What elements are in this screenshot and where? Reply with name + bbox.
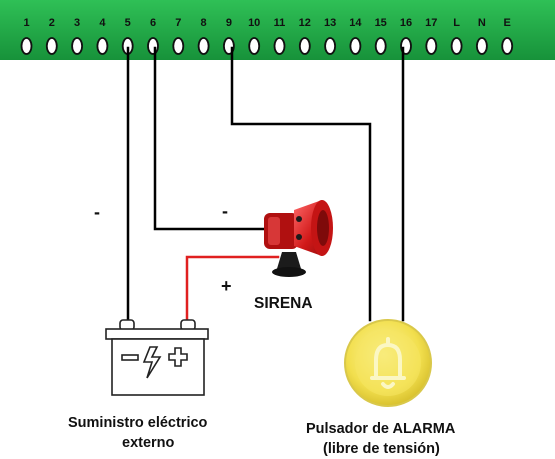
button-caption-line2: (libre de tensión) <box>323 441 440 457</box>
terminal-screw-12 <box>298 37 311 55</box>
terminal-screw-13 <box>324 37 337 55</box>
terminal-screw-l <box>450 37 463 55</box>
terminal-label-6: 6 <box>150 17 156 29</box>
terminal-screws <box>20 37 514 55</box>
terminal-label-15: 15 <box>375 17 387 29</box>
terminal-screw-3 <box>71 37 83 55</box>
terminal-label-1: 1 <box>23 17 29 29</box>
terminal-label-9: 9 <box>226 17 232 29</box>
terminal-label-7: 7 <box>175 17 181 29</box>
battery-negative-sign: - <box>94 202 100 222</box>
wire-terminal-6-siren <box>153 46 267 231</box>
terminal-screw-11 <box>273 37 286 55</box>
terminal-screw-4 <box>96 37 109 55</box>
terminal-label-3: 3 <box>74 17 80 29</box>
terminal-label-4: 4 <box>99 17 106 29</box>
terminal-label-12: 12 <box>299 17 311 29</box>
terminal-label-5: 5 <box>125 17 131 29</box>
terminal-label-8: 8 <box>201 17 207 29</box>
terminal-screw-14 <box>349 37 362 55</box>
terminal-label-n: N <box>478 17 486 29</box>
terminal-label-e: E <box>504 17 511 29</box>
alarm-button <box>344 319 432 407</box>
terminal-label-l: L <box>453 17 460 29</box>
bell-icon <box>370 337 406 389</box>
terminal-screw-n <box>475 37 488 55</box>
terminal-screw-1 <box>20 37 33 55</box>
terminal-label-16: 16 <box>400 17 412 29</box>
terminal-label-17: 17 <box>425 17 437 29</box>
terminal-label-10: 10 <box>248 17 260 29</box>
wire-siren-positive-battery <box>185 255 280 324</box>
battery-icon <box>105 319 209 396</box>
siren-label: SIRENA <box>254 295 313 312</box>
terminal-label-14: 14 <box>349 17 362 29</box>
battery-caption-line2: externo <box>122 435 175 451</box>
wire-terminal-9-button <box>230 46 372 322</box>
terminal-label-2: 2 <box>49 17 55 29</box>
terminal-screw-6 <box>147 37 159 55</box>
terminal-label-11: 11 <box>274 17 286 29</box>
siren-icon <box>264 200 333 277</box>
battery-caption-line1: Suministro eléctrico <box>68 415 208 431</box>
siren-negative-sign: - <box>222 201 228 221</box>
terminal-screw-2 <box>45 37 58 55</box>
terminal-screw-e <box>501 37 514 55</box>
terminal-screw-8 <box>197 37 210 55</box>
terminal-label-13: 13 <box>324 17 336 29</box>
terminal-screw-15 <box>374 37 387 55</box>
terminal-screw-10 <box>248 37 261 55</box>
terminal-screw-17 <box>425 37 438 55</box>
wires <box>126 46 405 324</box>
terminal-screw-7 <box>172 37 185 55</box>
button-caption-line1: Pulsador de ALARMA <box>306 421 456 437</box>
siren-positive-sign: + <box>221 276 232 296</box>
